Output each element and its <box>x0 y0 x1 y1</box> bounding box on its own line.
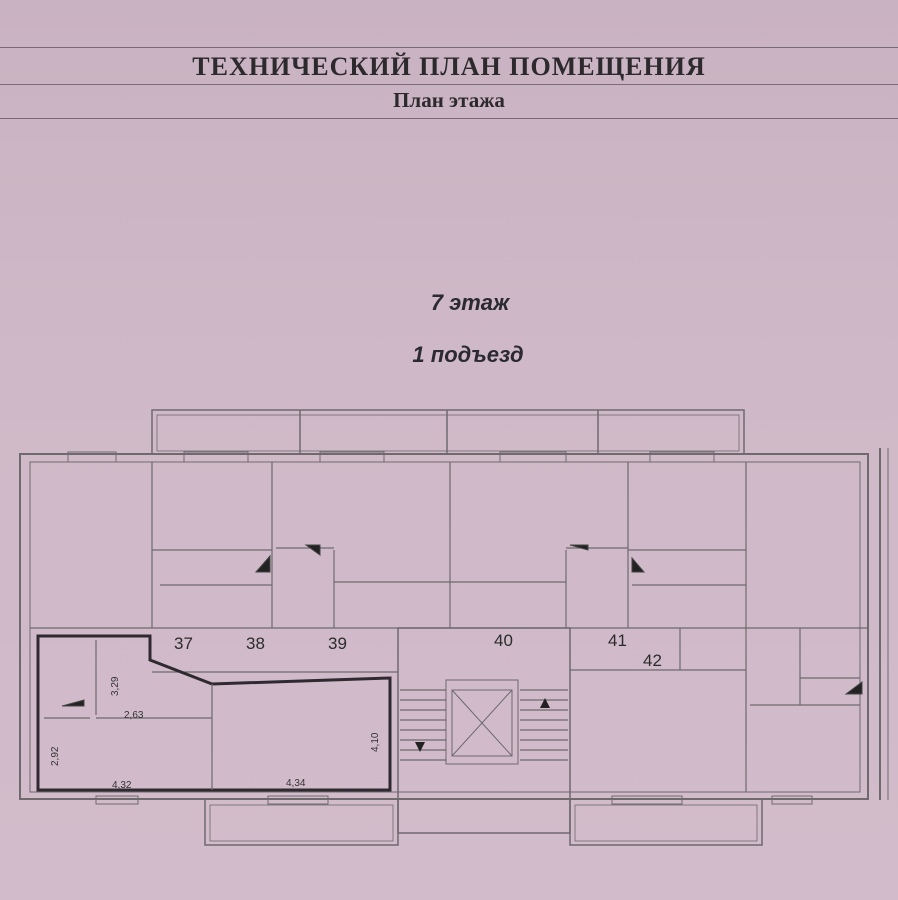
room-number: 42 <box>643 651 662 670</box>
room-number: 37 <box>174 634 193 653</box>
header-rule-top <box>0 47 898 48</box>
top-windows <box>67 451 715 463</box>
dimension-label: 4,10 <box>370 732 381 752</box>
header-rule-bottom <box>0 118 898 119</box>
entrance-label: 1 подъезд <box>412 342 524 367</box>
dimension-label: 3,29 <box>110 676 121 696</box>
document-title: ТЕХНИЧЕСКИЙ ПЛАН ПОМЕЩЕНИЯ <box>192 52 706 81</box>
room-number: 41 <box>608 631 627 650</box>
stair-arrows <box>415 698 550 752</box>
room-number: 40 <box>494 631 513 650</box>
header-rule-middle <box>0 84 898 85</box>
document-subtitle: План этажа <box>393 88 505 112</box>
room-number: 38 <box>246 634 265 653</box>
dimension-label: 2,92 <box>50 746 61 766</box>
room-number: 39 <box>328 634 347 653</box>
outer-walls <box>19 448 889 800</box>
interior-walls-upper <box>30 462 868 629</box>
highlighted-apartment <box>36 634 392 792</box>
bottom-windows <box>95 795 813 805</box>
floor-label: 7 этаж <box>430 290 510 315</box>
dimension-label: 4,34 <box>286 778 306 789</box>
dimension-label: 4,32 <box>112 780 132 791</box>
vent-markers <box>61 544 863 707</box>
apartment-interior-walls <box>44 640 213 790</box>
stairwell <box>400 679 568 765</box>
bottom-balconies <box>204 798 763 846</box>
top-balconies <box>151 409 745 455</box>
dimension-label: 2,63 <box>124 710 144 721</box>
corridor-walls <box>152 627 860 834</box>
